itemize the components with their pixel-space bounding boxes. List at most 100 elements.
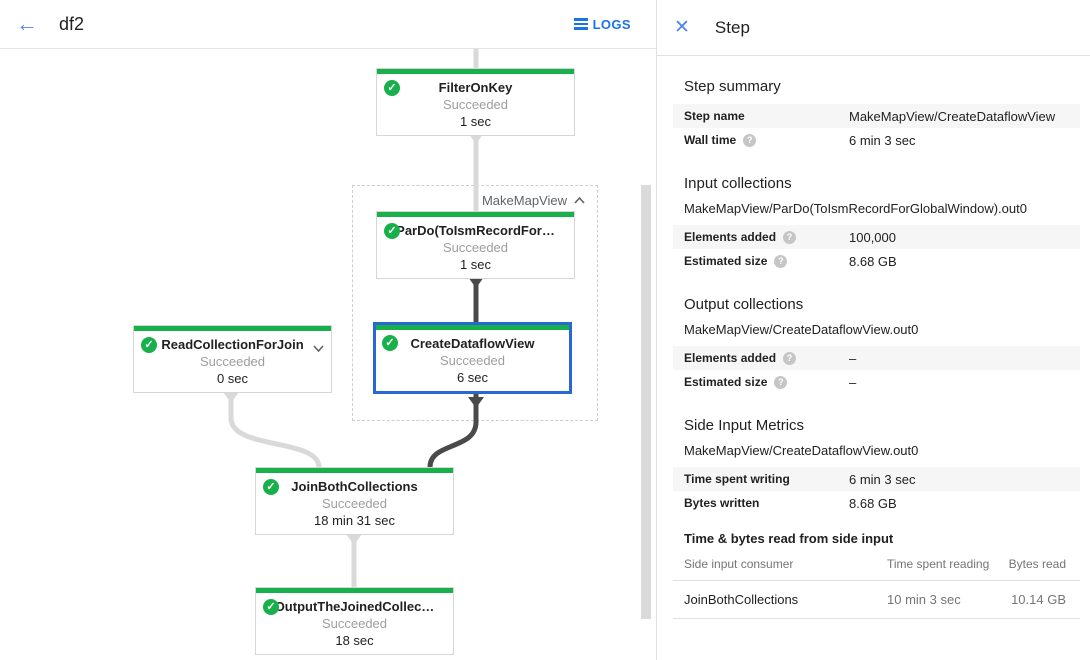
panel-header: ✕ Step: [657, 0, 1090, 56]
metric-value: 6 min 3 sec: [849, 132, 916, 148]
metric-row-time-spent-writing: Time spent writing 6 min 3 sec: [673, 467, 1080, 491]
column-header-time-reading: Time spent reading: [887, 550, 1005, 581]
metric-label: Elements added: [684, 351, 777, 365]
logs-button-label: LOGS: [592, 16, 631, 32]
graph-header: ← df2 LOGS: [0, 0, 656, 49]
success-check-icon: ✓: [384, 80, 400, 96]
group-label-text: MakeMapView: [481, 193, 567, 208]
metric-value: 8.68 GB: [849, 495, 897, 511]
graph-node-readcollectionforjoin[interactable]: ✓ ReadCollectionForJoin Succeeded 0 sec: [133, 325, 332, 393]
metric-value: –: [849, 350, 857, 366]
panel-body: Step summary Step name MakeMapView/Creat…: [657, 78, 1090, 619]
section-heading-input-collections: Input collections: [684, 175, 792, 192]
cell-time-reading: 10 min 3 sec: [887, 580, 1005, 619]
output-collection-name: MakeMapView/CreateDataflowView.out0: [684, 322, 919, 337]
success-check-icon: ✓: [141, 337, 157, 353]
node-status: Succeeded: [199, 354, 266, 369]
metric-label: Time spent writing: [684, 472, 790, 486]
metric-label: Estimated size: [684, 375, 768, 389]
table-row-joinbothcollections: JoinBothCollections 10 min 3 sec 10.14 G…: [673, 580, 1080, 619]
metric-row-bytes-written: Bytes written 8.68 GB: [673, 491, 1080, 515]
logs-list-icon: [573, 16, 588, 32]
node-status: Succeeded: [321, 616, 388, 631]
metric-value: –: [849, 374, 857, 390]
section-heading-output-collections: Output collections: [684, 296, 804, 313]
metric-row-wall-time: Wall time? 6 min 3 sec: [673, 128, 1080, 152]
metric-row-step-name: Step name MakeMapView/CreateDataflowView: [673, 104, 1080, 128]
metric-value: 6 min 3 sec: [849, 471, 916, 487]
logs-button[interactable]: LOGS: [573, 16, 631, 32]
node-status-bar: [376, 325, 569, 330]
node-time: 1 sec: [459, 114, 492, 129]
metric-label: Step name: [684, 109, 745, 123]
metric-row-estimated-size: Estimated size? –: [673, 370, 1080, 394]
table-heading-side-input-read: Time & bytes read from side input: [684, 531, 894, 546]
input-collection-name: MakeMapView/ParDo(ToIsmRecordForGlobalWi…: [684, 201, 1027, 216]
help-icon[interactable]: ?: [774, 375, 788, 389]
metric-value: 100,000: [849, 229, 896, 245]
metric-row-elements-added: Elements added? –: [673, 346, 1080, 370]
node-status: Succeeded: [439, 353, 506, 368]
close-icon[interactable]: ✕: [674, 17, 690, 38]
column-header-consumer: Side input consumer: [673, 550, 887, 581]
node-time: 0 sec: [216, 371, 249, 386]
help-icon[interactable]: ?: [743, 133, 757, 147]
node-status: Succeeded: [321, 496, 388, 511]
group-makemapview-toggle[interactable]: MakeMapView: [482, 193, 585, 208]
metric-row-elements-added: Elements added? 100,000: [673, 225, 1080, 249]
node-title: ParDo(ToIsmRecordFor…: [396, 223, 555, 238]
help-icon[interactable]: ?: [774, 254, 788, 268]
success-check-icon: ✓: [263, 599, 279, 615]
pipeline-graph: ← df2 LOGS MakeMapView: [0, 0, 656, 655]
node-time: 18 min 31 sec: [314, 513, 395, 528]
node-title: JoinBothCollections: [291, 479, 418, 494]
node-time: 1 sec: [459, 257, 492, 272]
section-heading-side-input-metrics: Side Input Metrics: [684, 417, 805, 434]
help-icon[interactable]: ?: [783, 230, 797, 244]
side-input-collection-name: MakeMapView/CreateDataflowView.out0: [684, 443, 919, 458]
chevron-down-icon[interactable]: [313, 339, 324, 357]
node-status: Succeeded: [442, 240, 509, 255]
node-title: CreateDataflowView: [410, 336, 535, 351]
graph-node-outputthejoinedcollection[interactable]: ✓ OutputTheJoinedCollec… Succeeded 18 se…: [255, 587, 454, 655]
help-icon[interactable]: ?: [783, 351, 797, 365]
success-check-icon: ✓: [382, 335, 398, 351]
metric-label: Elements added: [684, 230, 777, 244]
graph-node-createdataflowview-selected[interactable]: ✓ CreateDataflowView Succeeded 6 sec: [373, 322, 572, 394]
node-status-bar: [256, 468, 453, 473]
success-check-icon: ✓: [263, 479, 279, 495]
metric-row-estimated-size: Estimated size? 8.68 GB: [673, 249, 1080, 273]
node-status-bar: [256, 588, 453, 593]
back-arrow-icon[interactable]: ←: [16, 11, 38, 36]
node-title: FilterOnKey: [438, 80, 513, 95]
graph-edges: [223, 49, 484, 587]
graph-node-filteronkey[interactable]: ✓ FilterOnKey Succeeded 1 sec: [376, 68, 575, 136]
node-status-bar: [134, 326, 331, 331]
node-time: 6 sec: [456, 370, 489, 385]
metric-label: Estimated size: [684, 254, 768, 268]
node-title: OutputTheJoinedCollec…: [274, 599, 435, 614]
metric-value: MakeMapView/CreateDataflowView: [849, 108, 1056, 124]
node-status-bar: [377, 212, 574, 217]
metric-value: 8.68 GB: [849, 253, 897, 269]
job-title: df2: [59, 13, 85, 34]
graph-node-pardo-toismrecord[interactable]: ✓ ParDo(ToIsmRecordFor… Succeeded 1 sec: [376, 211, 575, 279]
panel-title: Step: [714, 17, 750, 37]
column-header-bytes-read: Bytes read: [1005, 550, 1080, 581]
cell-bytes-read: 10.14 GB: [1005, 580, 1080, 619]
metric-label: Bytes written: [684, 496, 760, 510]
table-header-row: Side input consumer Time spent reading B…: [673, 550, 1080, 581]
graph-vertical-scrollbar[interactable]: [641, 185, 651, 619]
success-check-icon: ✓: [384, 223, 400, 239]
node-status: Succeeded: [442, 97, 509, 112]
node-time: 18 sec: [335, 633, 374, 648]
node-status-bar: [377, 69, 574, 74]
graph-node-joinbothcollections[interactable]: ✓ JoinBothCollections Succeeded 18 min 3…: [255, 467, 454, 535]
node-title: ReadCollectionForJoin: [161, 337, 304, 352]
section-heading-step-summary: Step summary: [684, 78, 781, 95]
side-input-read-table: Side input consumer Time spent reading B…: [673, 550, 1080, 619]
chevron-up-icon: [574, 197, 585, 204]
step-details-panel: ✕ Step Step summary Step name MakeMapVie…: [656, 0, 1090, 660]
metric-label: Wall time: [684, 133, 737, 147]
cell-consumer: JoinBothCollections: [673, 580, 887, 619]
